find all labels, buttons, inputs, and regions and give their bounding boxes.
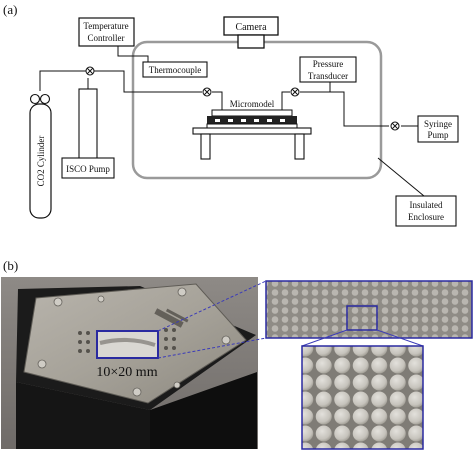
micromodel-holes <box>215 119 285 122</box>
isco-pump-base <box>61 157 115 179</box>
micromodel-full-view <box>265 280 473 339</box>
zoom-region-box <box>346 305 378 331</box>
enclosure-callout-line <box>377 157 425 197</box>
temperature-controller-label-2: Controller <box>88 33 125 43</box>
stage-leg-right <box>294 133 305 160</box>
panel-a-label: (a) <box>3 2 17 17</box>
camera-lens <box>237 34 265 49</box>
temperature-controller-label-1: Temperature <box>83 21 128 31</box>
co2-regulator-right-icon <box>39 93 51 105</box>
co2-regulator-left-icon <box>29 93 41 105</box>
temperature-controller: Temperature Controller <box>78 17 135 47</box>
valve-outlet-icon <box>290 87 300 97</box>
pressure-transducer-label-1: Pressure <box>313 59 344 69</box>
plate-screws <box>37 287 231 397</box>
valve-supply-icon <box>85 66 95 76</box>
pressure-transducer: Pressure Transducer <box>299 56 357 83</box>
stage-leg-left <box>200 133 211 160</box>
panel-b-label: (b) <box>3 258 18 273</box>
micromodel-closeup-view <box>301 345 424 450</box>
co2-cylinder: CO2 Cylinder <box>29 93 52 219</box>
insulated-enclosure-label-1: Insulated <box>410 200 443 210</box>
syringe-pump-label-2: Pump <box>427 130 449 140</box>
micromodel-stage-top <box>192 127 312 135</box>
micromodel-photo: 10×20 mm <box>1 277 258 449</box>
port-holes <box>78 328 176 353</box>
camera: Camera <box>223 16 279 49</box>
camera-label: Camera <box>235 22 267 33</box>
insulated-enclosure-label-box: Insulated Enclosure <box>395 195 457 227</box>
zoom-lines-1 <box>157 280 267 359</box>
syringe-pump: Syringe Pump <box>417 115 459 143</box>
zoom-lines-2 <box>301 329 424 347</box>
valve-syringe-icon <box>390 121 400 131</box>
tubing <box>39 70 418 127</box>
thermocouple-label: Thermocouple <box>149 65 201 75</box>
isco-pump-label: ISCO Pump <box>66 164 110 174</box>
temperature-wire <box>117 46 149 65</box>
co2-cylinder-label: CO2 Cylinder <box>36 136 46 187</box>
window-size-label: 10×20 mm <box>96 365 157 380</box>
thermocouple: Thermocouple <box>142 61 208 78</box>
valves <box>85 66 400 131</box>
device-base-front <box>16 382 150 449</box>
micromodel-top-plate <box>211 109 293 117</box>
device-base-side <box>150 372 257 449</box>
micromodel-chip <box>207 116 297 124</box>
micromodel-label: Micromodel <box>230 99 275 109</box>
isco-pump-cylinder <box>78 88 98 160</box>
micromodel-assembly <box>192 109 312 160</box>
syringe-pump-label-1: Syringe <box>424 119 452 129</box>
insulated-enclosure-label-2: Enclosure <box>408 212 444 222</box>
valve-inlet-icon <box>202 87 212 97</box>
co2-cylinder-body <box>29 103 52 219</box>
isco-pump: ISCO Pump <box>61 88 115 179</box>
pressure-transducer-label-2: Transducer <box>308 71 348 81</box>
